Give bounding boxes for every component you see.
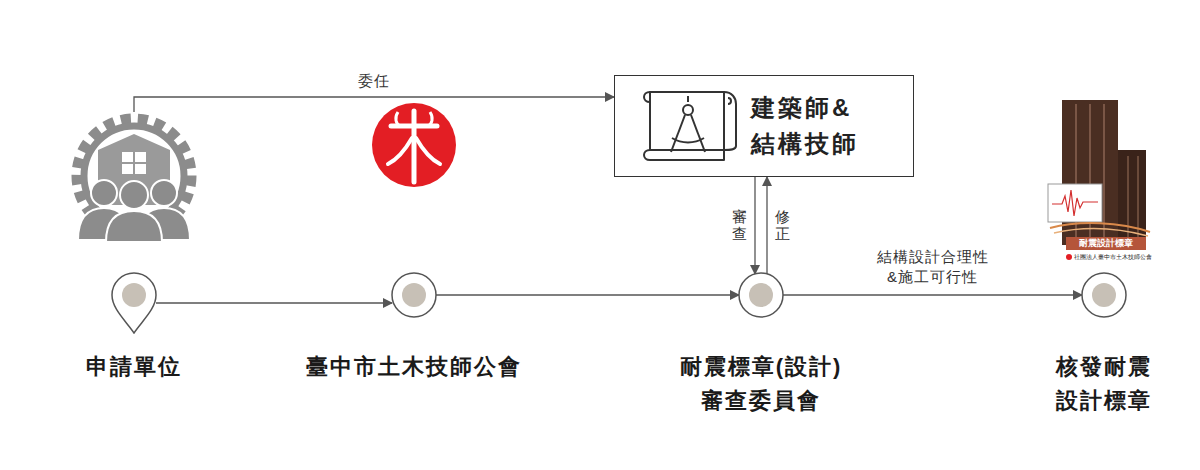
marker-shape [737,271,785,319]
edge-label: 委任 [355,71,393,91]
marker-shape [1080,271,1128,319]
badge-caption: 社團法人臺中市土木技師公會 [1074,253,1152,261]
connector [134,97,614,112]
circle-outline [392,273,436,317]
badge-text: 耐震設計標章 [1066,237,1146,250]
connector [754,177,755,274]
circle-outline [739,273,783,317]
location-pin [110,271,158,335]
process-step: 臺中市土木技師公會 [306,271,522,384]
process-step: 核發耐震 設計標章 [1049,271,1159,418]
association-logo [372,103,456,187]
circle-dot [1092,283,1116,307]
edge-label: 結構設計合理性 &施工可行性 [875,247,991,287]
connector [783,294,1082,295]
step-circle [1080,271,1128,319]
blueprint-icon [644,92,736,160]
building-icon [1048,100,1150,260]
step-circle [737,271,785,319]
circle-dot [402,283,426,307]
connector [156,302,392,303]
edge-label-vertical: 修正 [775,209,790,242]
edge-label-vertical: 審查 [732,209,747,242]
marker-shape [110,271,158,335]
step-label: 臺中市土木技師公會 [306,350,522,384]
pin-outline [112,273,156,333]
connector [766,177,767,274]
step-label: 核發耐震 設計標章 [1049,350,1159,418]
connector [436,294,739,295]
process-step: 申請單位 [86,112,182,384]
circle-outline [1082,273,1126,317]
step-label: 申請單位 [86,350,182,384]
role-box: 建築師& 結構技師 [614,75,914,177]
step-label: 耐震標章(設計) 審查委員會 [673,350,849,418]
process-step: 耐震標章(設計) 審查委員會 [673,271,849,418]
role-title: 建築師& 結構技師 [751,90,867,162]
circle-dot [122,283,146,307]
applicant-icon [77,119,191,242]
circle-dot [749,283,773,307]
step-circle [390,271,438,319]
marker-shape [390,271,438,319]
